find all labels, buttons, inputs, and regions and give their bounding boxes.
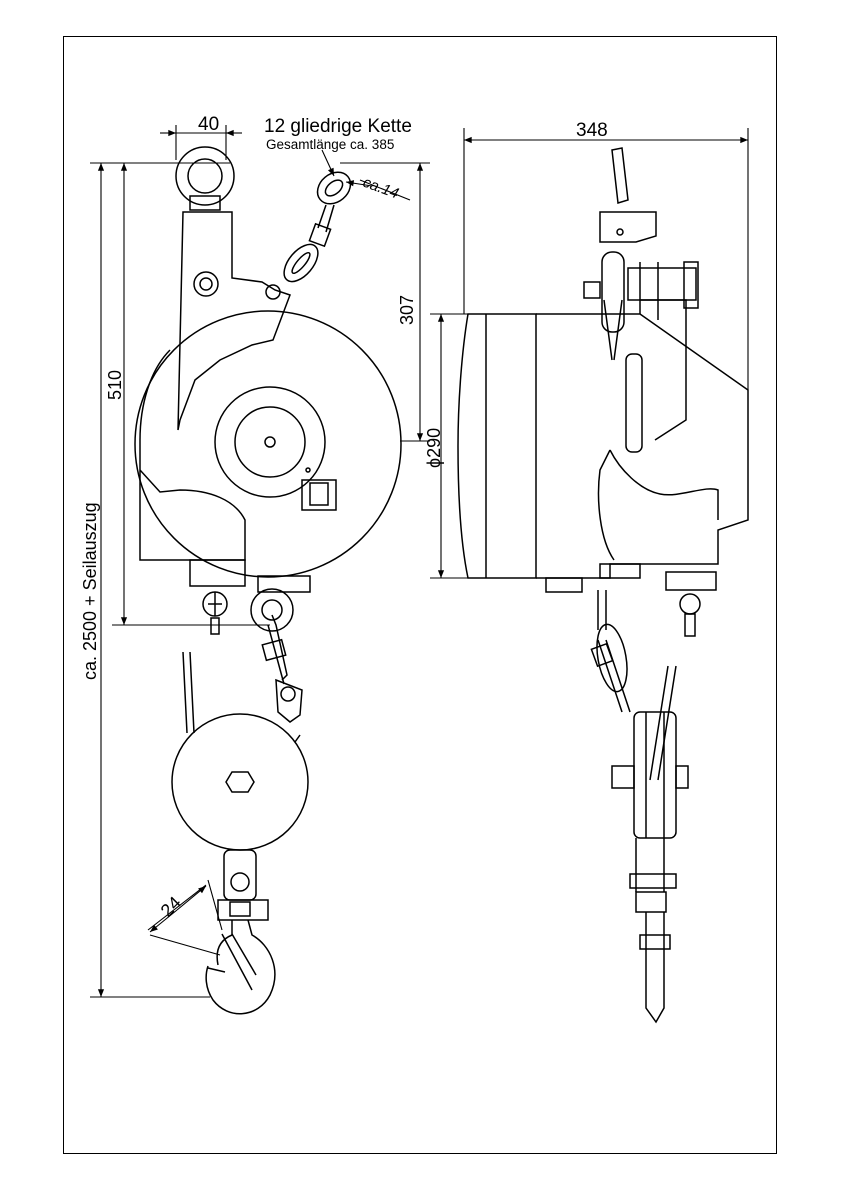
top-to-drum-label: 307 (397, 295, 417, 325)
chain (266, 166, 357, 299)
hook-opening-label: 24 (157, 893, 185, 921)
dimension-lines (90, 125, 748, 997)
side-view (458, 148, 748, 1022)
ring-width-label: 40 (198, 114, 219, 135)
cable-extension-label: ca. 2500 + Seilauszug (80, 502, 100, 680)
link-size-label: ca.14 (361, 174, 401, 203)
drum-diameter-label: ϕ290 (424, 428, 444, 468)
total-width-label: 348 (576, 120, 608, 141)
chain-length-label: Gesamtlänge ca. 385 (266, 137, 394, 152)
front-view (135, 147, 401, 1014)
body-height-label: 510 (105, 370, 125, 400)
chain-description-label: 12 gliedrige Kette (264, 116, 412, 137)
